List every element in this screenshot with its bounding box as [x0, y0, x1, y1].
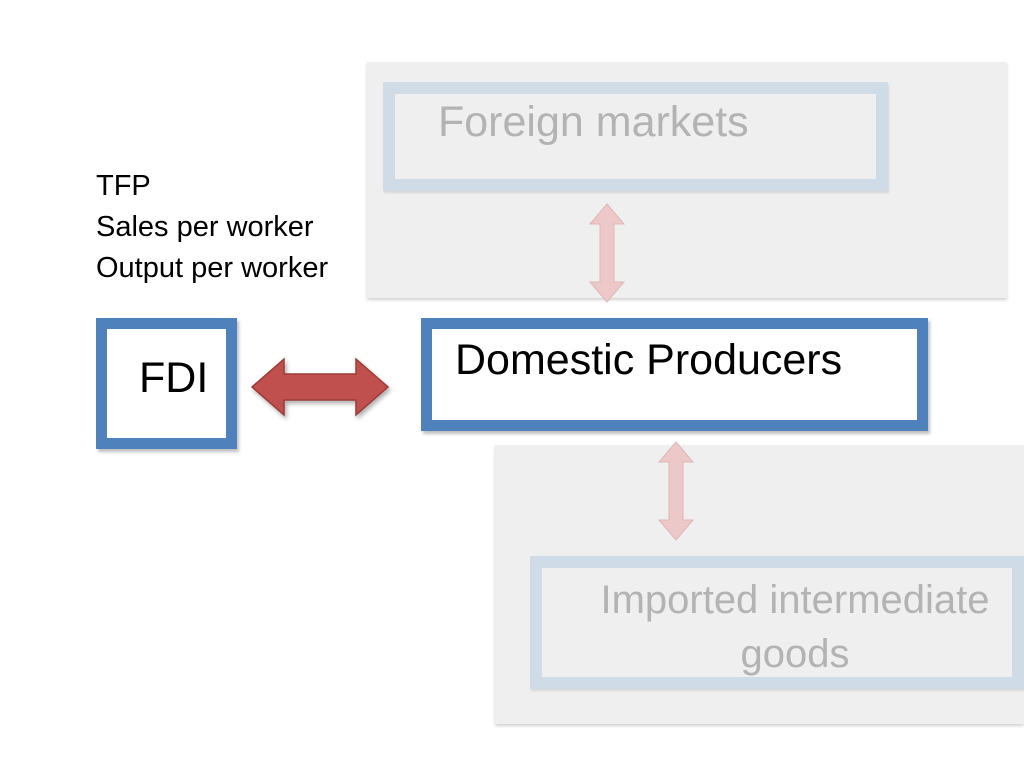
- fdi-domestic-double-arrow: [250, 357, 390, 417]
- metric-tfp: TFP: [96, 170, 151, 202]
- fdi-box: [96, 318, 237, 449]
- metric-sales-per-worker: Sales per worker: [96, 211, 314, 243]
- metric-output-per-worker: Output per worker: [96, 252, 329, 284]
- domestic-producers-box: [421, 318, 928, 431]
- domestic-foreign-double-arrow: [588, 203, 626, 303]
- productivity-metrics-list: TFP Sales per worker Output per worker: [96, 166, 328, 289]
- foreign-markets-box: [383, 82, 888, 191]
- foreign-markets-label: Foreign markets: [438, 98, 749, 146]
- domestic-producers-label: Domestic Producers: [455, 336, 843, 384]
- imported-goods-label: Imported intermediate goods: [600, 578, 990, 676]
- domestic-imported-double-arrow: [657, 441, 695, 541]
- fdi-label: FDI: [139, 354, 209, 402]
- imported-goods-box: [530, 556, 1024, 689]
